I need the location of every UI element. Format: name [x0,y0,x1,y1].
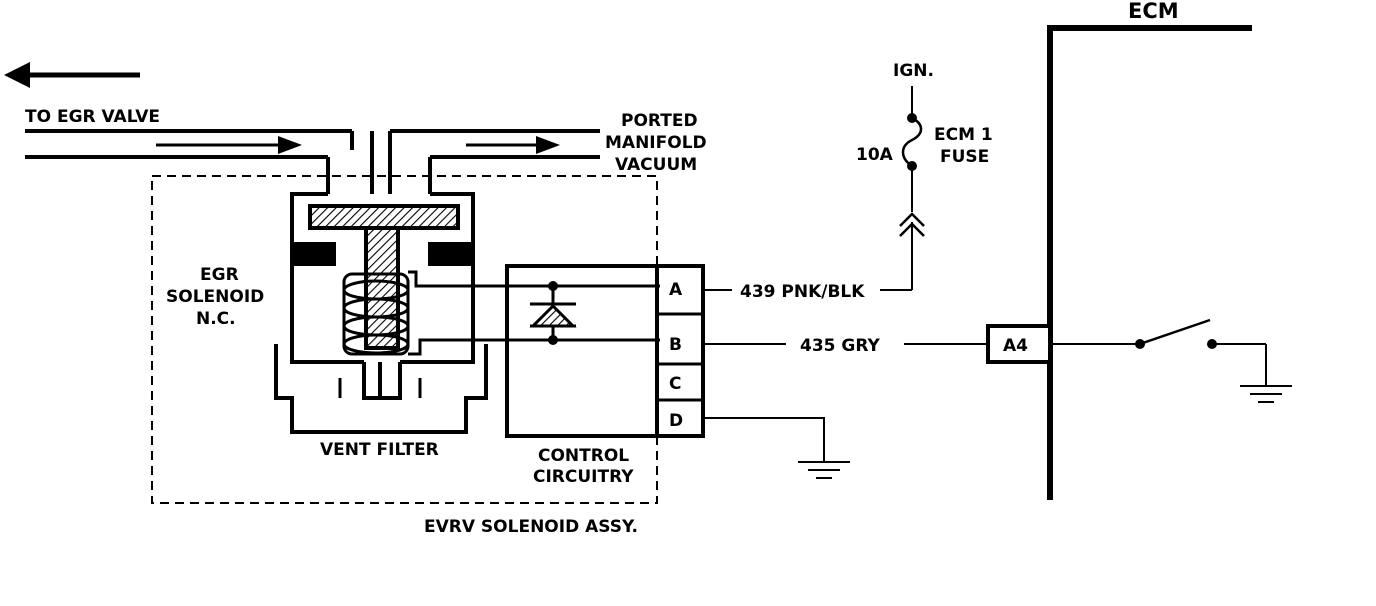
ported-label: PORTED [621,111,698,131]
ecm-internal-switch [1053,318,1292,403]
connector-pin-b: B [669,335,682,355]
evrv-connector: A B C D [655,264,705,438]
flow-direction-arrow [4,62,140,88]
manifold-label: MANIFOLD [605,133,707,153]
ign-label: IGN. [893,61,934,81]
connector-ground-symbol [703,417,850,479]
nc-label: N.C. [196,309,236,329]
ecm-pin-a4-label: A4 [1003,336,1028,356]
ecm-module [986,25,1252,500]
solenoid-coil [342,272,410,356]
wire-a-circuit [703,86,925,291]
circuitry-label: CIRCUITRY [533,467,634,487]
to-egr-valve-label: TO EGR VALVE [25,107,160,127]
vacuum-label: VACUUM [615,155,697,175]
ecm-pin-a4-box [986,324,1052,364]
wire-a-label: 439 PNK/BLK [740,282,865,302]
vacuum-hoses [25,129,600,194]
ecm-label: ECM [1128,0,1179,23]
control-label: CONTROL [538,446,629,466]
egr-solenoid [274,192,660,434]
connector-pin-d: D [669,411,683,431]
ecm1-label: ECM 1 [934,125,993,145]
solenoid-label: SOLENOID [166,287,264,307]
vent-filter-label: VENT FILTER [320,440,439,460]
diode [529,281,577,345]
evrv-assy-label: EVRV SOLENOID ASSY. [424,517,638,537]
connector-pin-c: C [669,374,681,394]
egr-label: EGR [200,265,239,285]
fuse-rating-label: 10A [856,145,894,165]
wire-b-label: 435 GRY [800,336,881,356]
fuse-label: FUSE [940,147,989,167]
connector-pin-a: A [669,280,683,300]
control-circuitry-box [505,264,659,438]
